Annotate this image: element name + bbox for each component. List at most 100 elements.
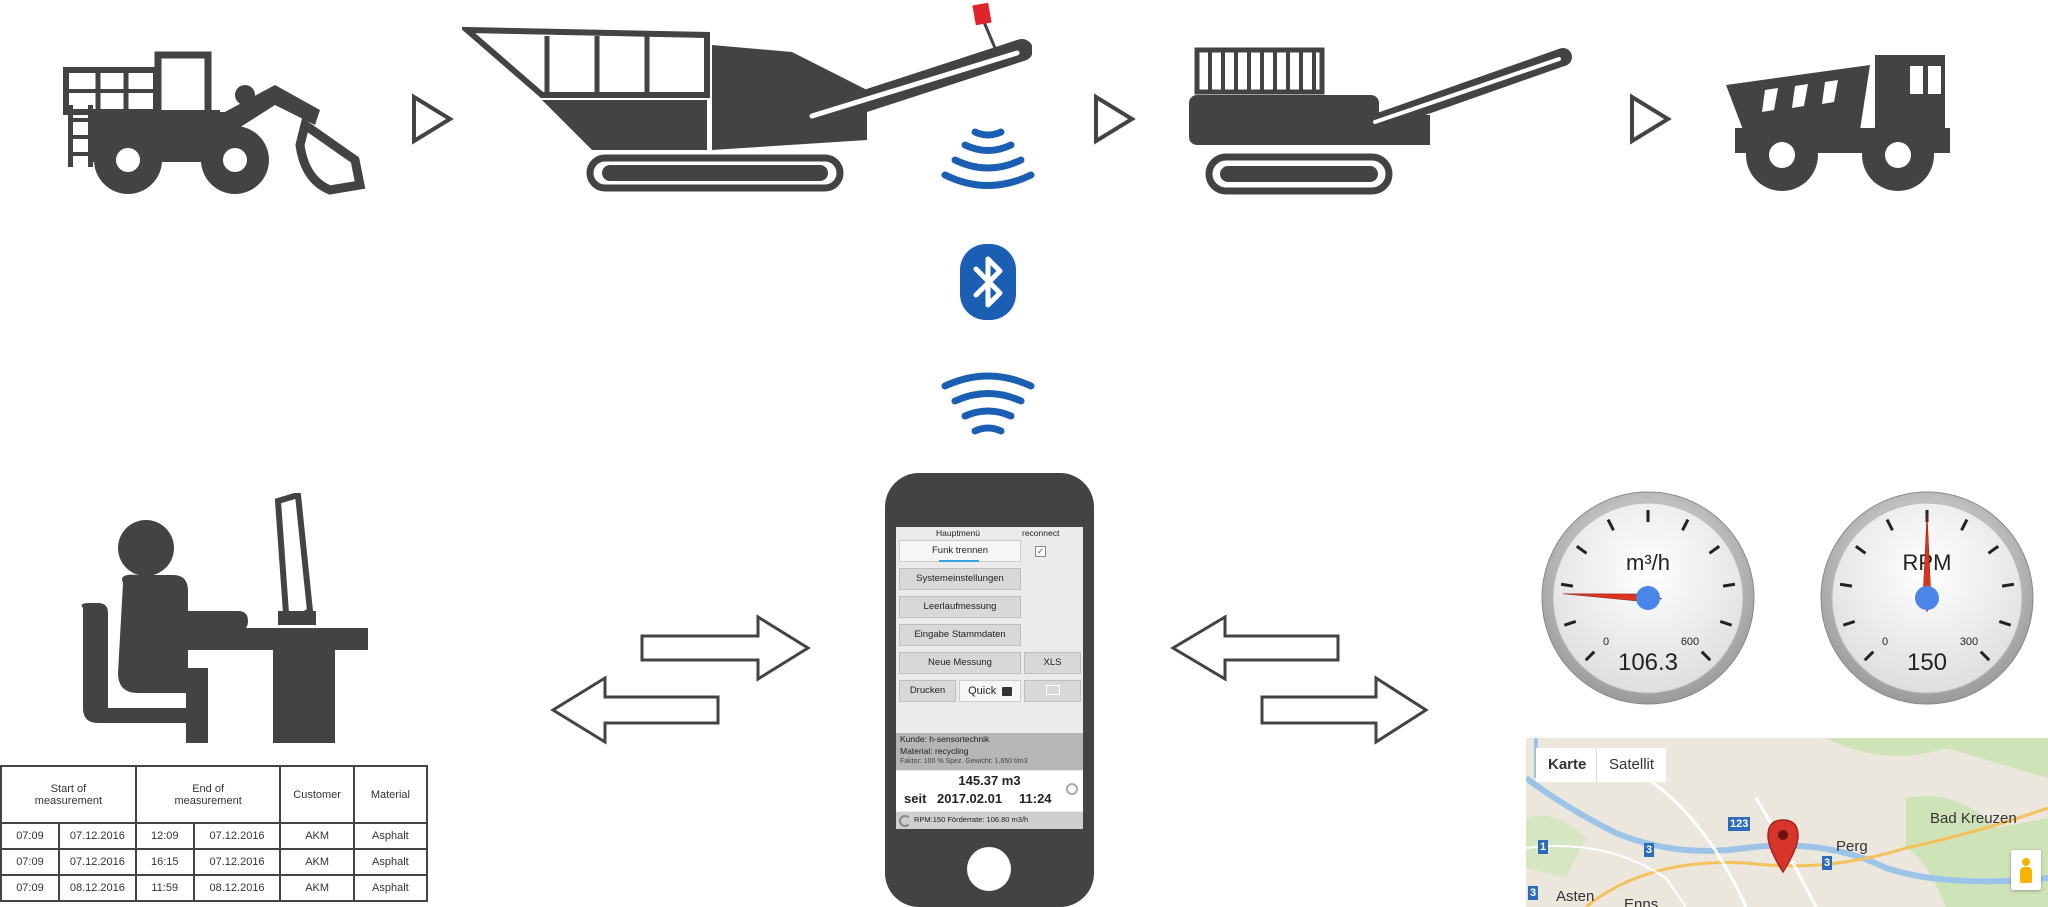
cell-start-time: 07:09 [0, 822, 60, 850]
faktor-text: Faktor: 100 % Spez. Gewicht: 1,650 t/m3 [900, 758, 1028, 765]
neue-messung-button[interactable]: Neue Messung [899, 652, 1021, 674]
place-label: Enns [1624, 896, 1659, 907]
gauge-min-label: 0 [1882, 636, 1888, 648]
material-text: Material: recycling [900, 746, 969, 756]
road-shield: 3 [1822, 856, 1833, 870]
quick-label: Quick [968, 685, 997, 697]
funk-trennen-button[interactable]: Funk trennen [899, 540, 1021, 562]
result-panel: 145.37 m3 seit 2017.02.01 11:24 [896, 771, 1083, 811]
eingabe-stammdaten-button[interactable]: Eingabe Stammdaten [899, 624, 1021, 646]
cell-material: Asphalt [352, 822, 429, 850]
seit-label: seit [904, 791, 927, 806]
gauge-tick [1563, 620, 1577, 627]
column-header-start: Start of measurement [0, 765, 137, 824]
gauge-tick [1854, 545, 1867, 555]
funk-underline [939, 560, 979, 562]
app-screen: Hauptmenü reconnect Funk trennen ✓ Syste… [896, 527, 1083, 829]
seit-date: 2017.02.01 [937, 791, 1003, 806]
cell-start-time: 07:09 [0, 874, 60, 902]
map-pin-icon[interactable] [1766, 818, 1800, 874]
printer-icon [1001, 686, 1012, 696]
gauge-min-label: 0 [1603, 636, 1609, 648]
road-shield: 3 [1644, 843, 1655, 857]
reconnect-checkbox[interactable]: ✓ [1035, 546, 1046, 557]
cell-customer: AKM [279, 848, 355, 876]
mobile-crusher-icon [462, 2, 1032, 192]
gauge-tick [1998, 620, 2012, 627]
gauge-ticks [1839, 510, 2015, 662]
gauge-tick [1575, 545, 1588, 555]
xls-button[interactable]: XLS [1024, 652, 1081, 674]
tab-map[interactable]: Karte [1536, 748, 1599, 782]
gauge-tick [1885, 518, 1894, 531]
gauge-tick [1700, 650, 1712, 662]
street-view-pegman-icon[interactable] [2011, 850, 2041, 890]
gauge-tick [1722, 582, 1736, 588]
systemeinstellungen-button[interactable]: Systemeinstellungen [899, 568, 1021, 590]
cell-customer: AKM [279, 822, 355, 850]
tab-satellite[interactable]: Satellit [1596, 748, 1667, 782]
table-row: 07:09 07.12.2016 16:15 07.12.2016 AKM As… [0, 848, 429, 876]
volume-value: 145.37 m3 [958, 773, 1021, 788]
gauge-tick [1560, 582, 1574, 588]
cell-material: Asphalt [352, 874, 429, 902]
bluetooth-icon [960, 244, 1016, 320]
cell-end-time: 16:15 [134, 848, 195, 876]
gauge-tick [1987, 545, 2000, 555]
cell-end-date: 07.12.2016 [192, 848, 282, 876]
pegman-head [2022, 858, 2030, 866]
wheel-loader-icon [63, 51, 366, 195]
gauge-unit: m³/h [1626, 550, 1670, 575]
flow-arrow-icon [1094, 93, 1136, 145]
seit-time: 11:24 [1019, 791, 1052, 806]
gauge-ticks [1560, 510, 1736, 662]
table-row: 07:09 07.12.2016 12:09 07.12.2016 AKM As… [0, 822, 429, 850]
flow-rate-gauge: m³/h 0 600 106.3 [1541, 491, 1755, 705]
email-button[interactable] [1024, 680, 1081, 702]
search-icon[interactable] [1066, 783, 1078, 795]
gauge-hub [1915, 586, 1939, 610]
gauge-tick [1708, 545, 1721, 555]
app-header-reconnect[interactable]: reconnect [1022, 528, 1060, 538]
gauge-tick [1606, 518, 1615, 531]
flow-arrow-icon [412, 93, 454, 145]
gauge-tick [1842, 620, 1856, 627]
gauge-value: 106.3 [1618, 649, 1678, 676]
cell-end-time: 12:09 [134, 822, 195, 850]
wifi-signal-down-icon [941, 128, 1035, 189]
status-text: RPM:150 Förderrate: 106.80 m3/h [914, 815, 1029, 824]
table-row: 07:09 08.12.2016 11:59 08.12.2016 AKM As… [0, 874, 429, 902]
cell-start-date: 08.12.2016 [57, 874, 137, 902]
drucken-button[interactable]: Drucken [899, 680, 956, 702]
column-header-customer: Customer [279, 765, 355, 824]
quick-button[interactable]: Quick [959, 680, 1021, 702]
gauge-tick [1839, 582, 1853, 588]
cell-material: Asphalt [352, 848, 429, 876]
gauge-hub [1636, 586, 1660, 610]
cell-end-date: 08.12.2016 [192, 874, 282, 902]
status-bar: RPM:150 Förderrate: 106.80 m3/h [896, 812, 1083, 829]
envelope-icon [1045, 685, 1060, 696]
mobile-screener-icon [1189, 47, 1572, 195]
gauge-tick [2001, 582, 2015, 588]
rpm-gauge: RPM 0 300 150 [1820, 491, 2034, 705]
column-header-material: Material [352, 765, 429, 824]
cell-end-time: 11:59 [134, 874, 195, 902]
home-button[interactable] [967, 847, 1011, 891]
office-worker-icon [81, 493, 368, 743]
pegman-body [2020, 867, 2032, 883]
leerlaufmessung-button[interactable]: Leerlaufmessung [899, 596, 1021, 618]
gauge-tick [1979, 650, 1991, 662]
place-label: Bad Kreuzen [1930, 810, 2017, 827]
column-header-end: End of measurement [134, 765, 282, 824]
map-widget[interactable]: Karte Satellit 123 1 3 3 3 Bad Kreuzen P… [1526, 738, 2048, 907]
refresh-icon[interactable] [899, 815, 911, 827]
cell-start-date: 07.12.2016 [57, 848, 137, 876]
cell-customer: AKM [279, 874, 355, 902]
gauge-max-label: 600 [1681, 636, 1699, 648]
app-header-menu[interactable]: Hauptmenü [936, 528, 980, 538]
gauge-max-label: 300 [1960, 636, 1978, 648]
road-shield: 123 [1728, 817, 1751, 831]
gauge-tick [1863, 650, 1875, 662]
place-label: Asten [1556, 888, 1595, 905]
